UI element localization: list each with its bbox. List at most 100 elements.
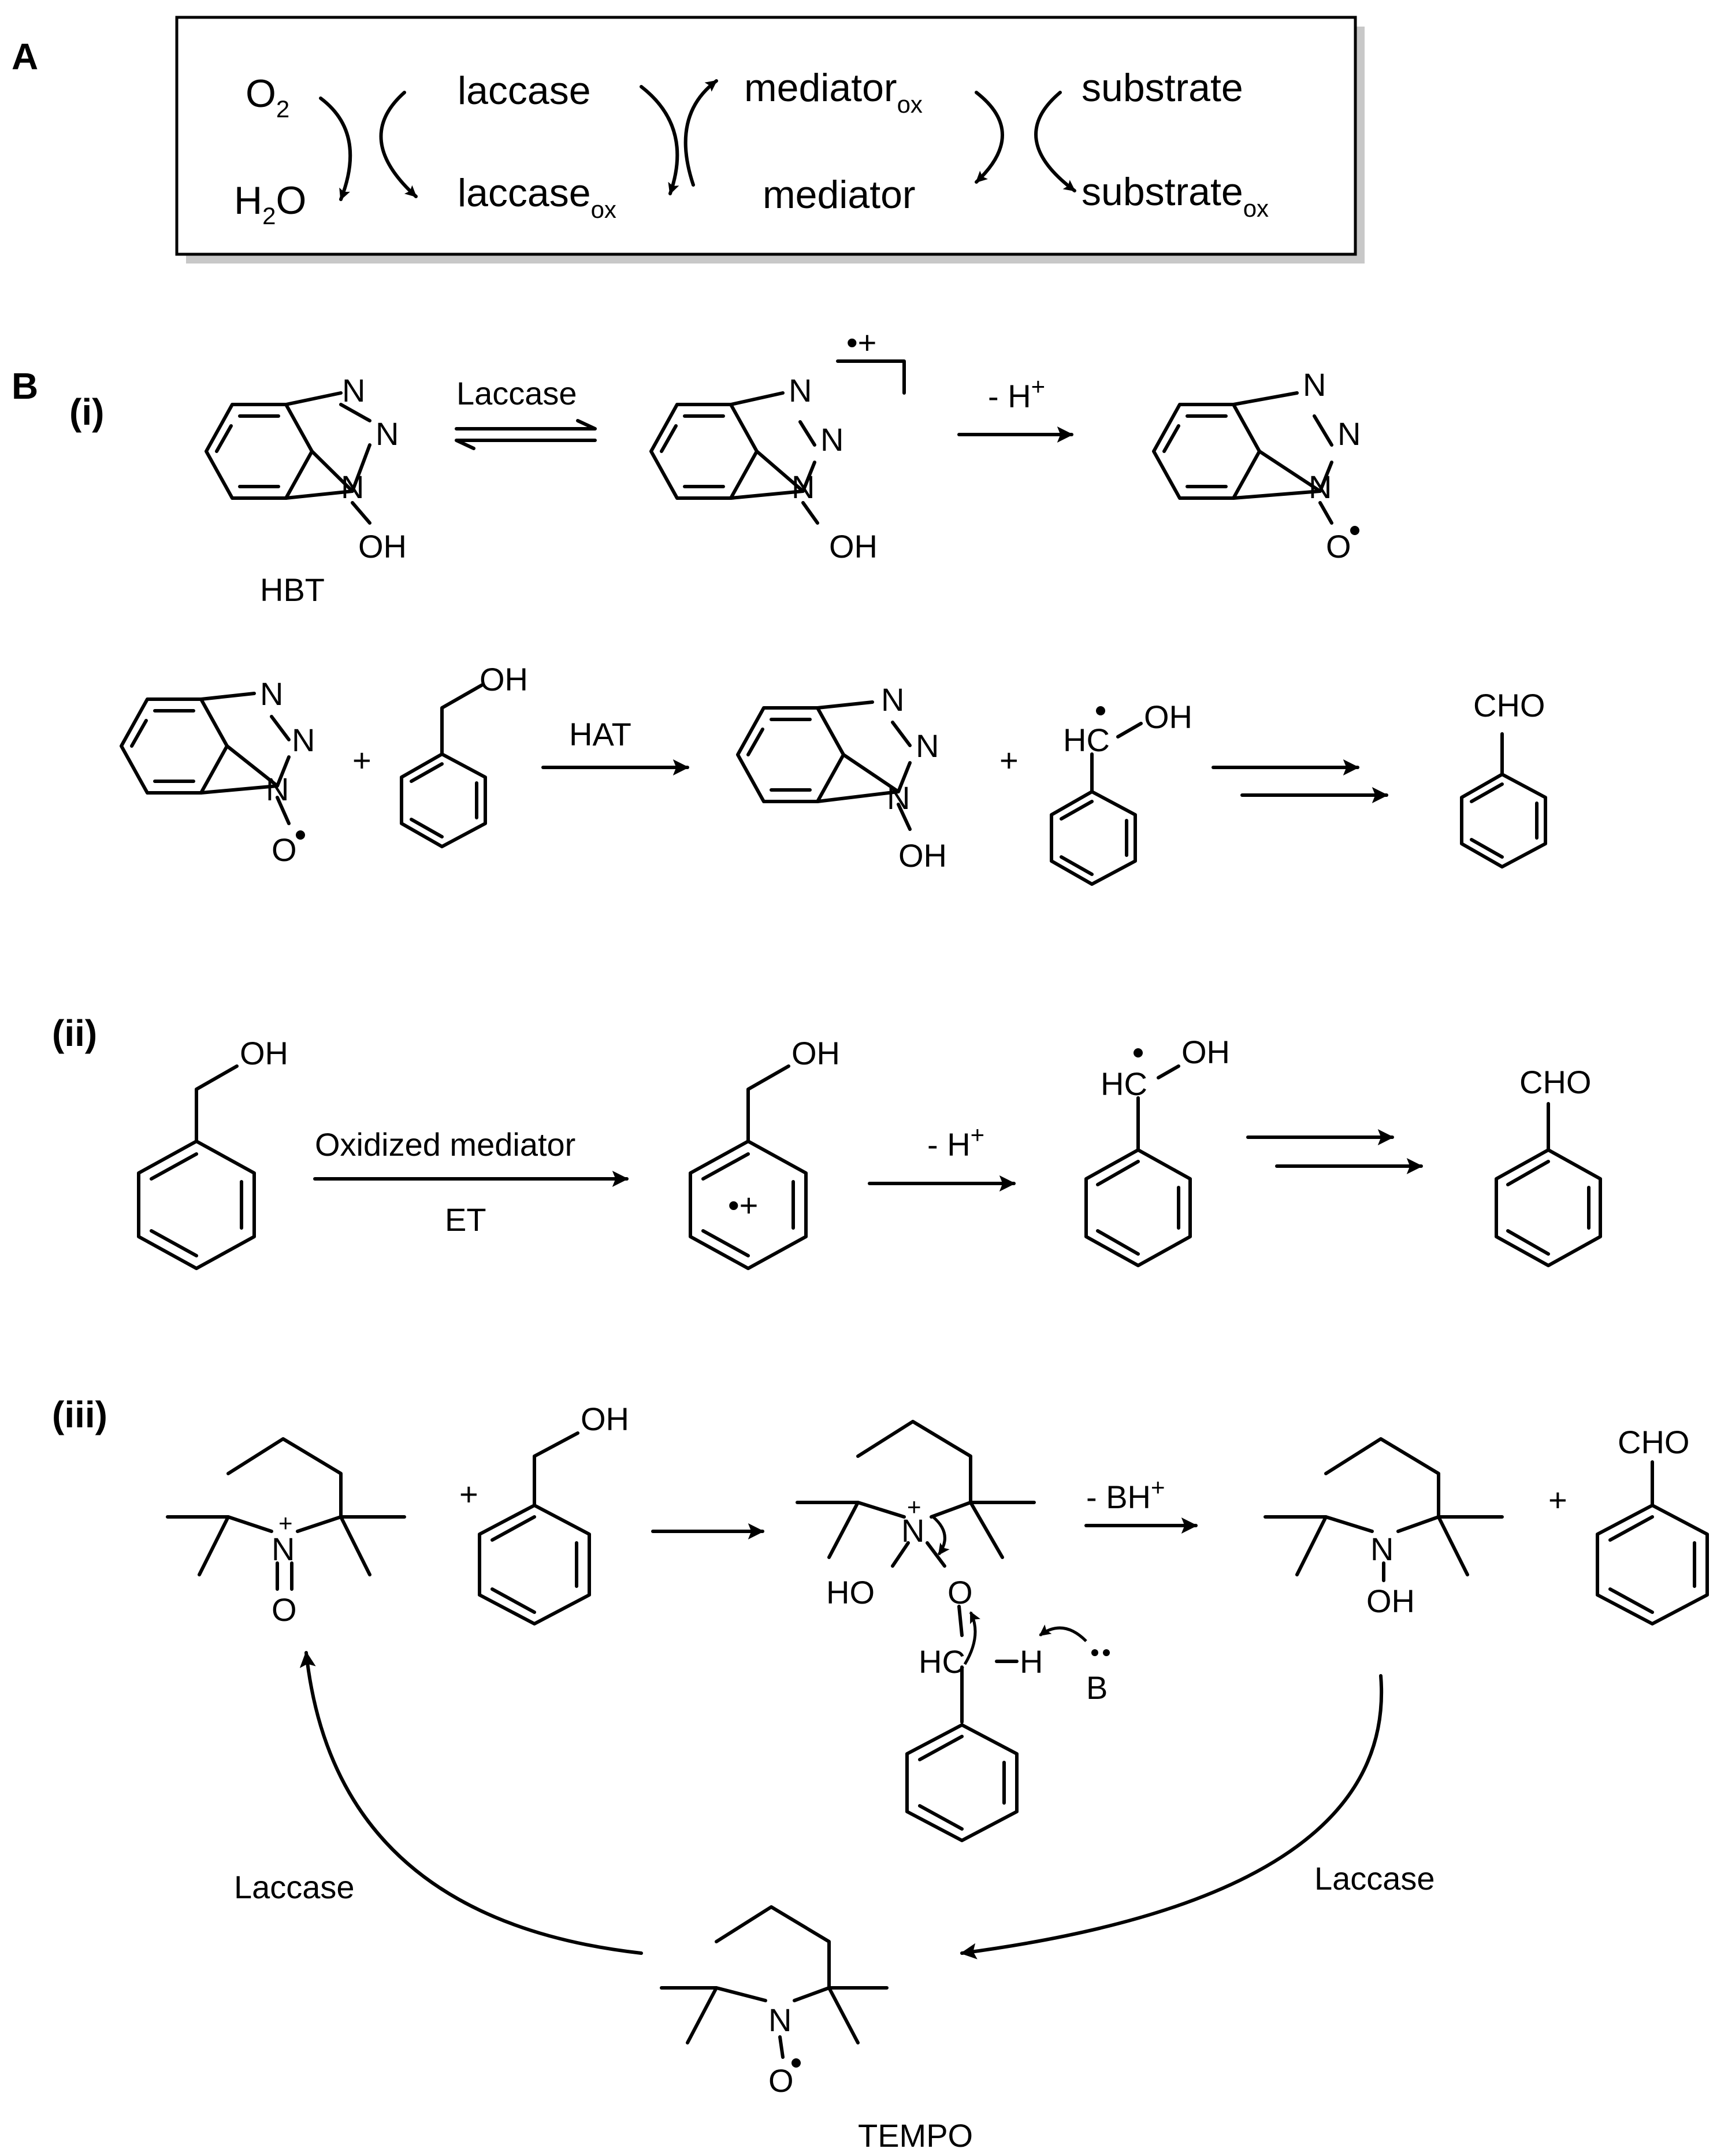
hbt-ox2-n2: N — [292, 722, 315, 758]
hbt-ox2-n3: N — [266, 771, 289, 807]
benzyl-radical-structure-i: HC OH — [1050, 699, 1192, 886]
benzyl-alcohol-oh-ii: OH — [240, 1035, 288, 1071]
laccase-ox-label: laccaseox — [458, 171, 616, 223]
plus-sign-iii-1: + — [459, 1476, 478, 1512]
hbt-rc-n1: N — [789, 372, 812, 409]
hbt-ox-o: O — [1326, 528, 1351, 565]
hbt-ox-n1: N — [1303, 366, 1326, 403]
panel-a-box — [175, 16, 1365, 264]
substrate-ox-label: substrateox — [1082, 170, 1269, 222]
hbt-rc-n3: N — [791, 469, 815, 505]
benzaldehyde-structure-ii: CHO — [1495, 1064, 1602, 1267]
panel-label-a: A — [12, 36, 38, 77]
benzyl-alcohol-radical-cation-structure: OH •+ — [689, 1035, 840, 1270]
oxidized-mediator-label: Oxidized mediator — [315, 1126, 575, 1163]
hbt-rc-n2: N — [820, 421, 843, 458]
tempo-label: TEMPO — [858, 2117, 973, 2154]
equilibrium-forward-arrow — [455, 419, 597, 431]
hbt-structure: N N N OH — [205, 372, 407, 565]
o2-label: O2 — [246, 72, 289, 123]
benzaldehyde-cho-iii: CHO — [1618, 1424, 1689, 1460]
minus-h-label-ii: - H+ — [927, 1121, 984, 1163]
benzyl-alcohol-structure-i: OH — [400, 661, 528, 848]
laccase-label: laccase — [458, 69, 591, 113]
et-label: ET — [445, 1201, 486, 1238]
minus-bh-label: - BH+ — [1086, 1474, 1165, 1515]
benzyl-alcohol-oh-iii: OH — [581, 1401, 629, 1437]
minus-h-label-i: - H+ — [988, 373, 1045, 414]
benzaldehyde-structure-i: CHO — [1460, 687, 1547, 869]
adduct-hc: HC — [919, 1643, 965, 1680]
adduct-charge: + — [907, 1493, 921, 1520]
benzyl-radical-oh-i: OH — [1144, 699, 1192, 735]
oxoammonium-structure: N + O — [166, 1437, 406, 1628]
benzyl-radical-oh-ii: OH — [1181, 1034, 1230, 1070]
benzaldehyde-structure-iii: CHO — [1596, 1424, 1709, 1626]
h2o-label: H2O — [234, 179, 306, 229]
adduct-h: H — [1020, 1643, 1043, 1680]
hbt-oh: OH — [358, 528, 407, 565]
hbt-n2: N — [376, 415, 399, 452]
hydroxylamine-structure: N OH — [1264, 1437, 1504, 1619]
substrate-label: substrate — [1082, 66, 1243, 110]
benzyl-alcohol-oh-i: OH — [480, 661, 528, 697]
hbt-n3: N — [341, 469, 364, 505]
panel-label-b: B — [12, 365, 38, 407]
hat-label: HAT — [569, 716, 631, 752]
regeneration-arrow-left — [299, 1651, 643, 1955]
base-b: B — [1086, 1669, 1108, 1706]
benzyl-radical-structure-ii: HC OH — [1084, 1034, 1230, 1267]
hbt-rc-oh: OH — [829, 528, 878, 565]
plus-sign-i-1: + — [352, 742, 371, 778]
laccase-label-left: Laccase — [234, 1869, 355, 1905]
tempo-structure: N O — [660, 1905, 889, 2099]
regeneration-arrow-right — [960, 1674, 1384, 1960]
benzyl-alcohol-structure-ii: OH — [137, 1035, 288, 1270]
plus-sign-iii-2: + — [1548, 1482, 1567, 1518]
panel-label-iii: (iii) — [52, 1394, 107, 1435]
ring-radical-cation-label: •+ — [728, 1187, 758, 1223]
hbt-ox-n2: N — [1337, 415, 1361, 452]
hbt-rc-charge: •+ — [846, 324, 876, 361]
mediator-ox-label: mediatorox — [744, 66, 923, 118]
benzyl-radical-hc-i: HC — [1063, 722, 1110, 758]
laccase-label-right: Laccase — [1314, 1860, 1435, 1897]
panel-label-ii: (ii) — [52, 1012, 97, 1054]
benzyl-radical-hc-ii: HC — [1101, 1066, 1147, 1102]
hydroxylamine-n: N — [1370, 1531, 1393, 1567]
equilibrium-reverse-arrow — [455, 439, 597, 450]
hbt-ox2-o: O — [272, 832, 297, 868]
panel-a-cycle: O2 H2O laccase laccaseox mediatorox medi… — [234, 66, 1269, 229]
panel-label-i: (i) — [69, 391, 104, 433]
mediator-label: mediator — [763, 173, 916, 217]
hbt-ox-n3: N — [1309, 469, 1332, 505]
benzyl-alcohol-rc-oh: OH — [791, 1035, 840, 1071]
hbt-prod-n3: N — [887, 780, 910, 816]
hbt-n-oxyl-structure: N N N O — [1152, 366, 1361, 565]
benzyl-alcohol-structure-iii: OH — [478, 1401, 629, 1626]
hydroxylamine-oh: OH — [1366, 1583, 1415, 1619]
benzaldehyde-cho-i: CHO — [1473, 687, 1545, 723]
adduct-ho: HO — [826, 1574, 875, 1610]
hbt-prod-n1: N — [881, 681, 904, 718]
hbt-ox2-n1: N — [260, 676, 283, 712]
oxoammonium-n: N — [272, 1531, 295, 1567]
oxoammonium-charge: + — [278, 1509, 293, 1537]
hbt-prod-n2: N — [916, 728, 939, 764]
hbt-n-oxyl-structure-2: N N N O — [120, 676, 315, 868]
benzaldehyde-cho-ii: CHO — [1519, 1064, 1591, 1100]
adduct-o: O — [947, 1574, 973, 1610]
laccase-step-label: Laccase — [456, 375, 577, 411]
tempo-o: O — [768, 2062, 794, 2099]
oxoammonium-o: O — [272, 1591, 297, 1628]
hbt-n1: N — [342, 372, 365, 409]
hbt-prod-oh: OH — [898, 837, 947, 874]
tempo-n: N — [768, 2002, 791, 2038]
adduct-n: N — [901, 1512, 924, 1549]
hbt-radical-cation-structure: N N N OH •+ — [649, 324, 906, 565]
hbt-product-structure: N N N OH — [736, 681, 947, 874]
hbt-label: HBT — [260, 572, 325, 608]
plus-sign-i-2: + — [999, 742, 1019, 778]
intermediate-adduct-structure: N + HO O HC H B — [796, 1420, 1110, 1842]
